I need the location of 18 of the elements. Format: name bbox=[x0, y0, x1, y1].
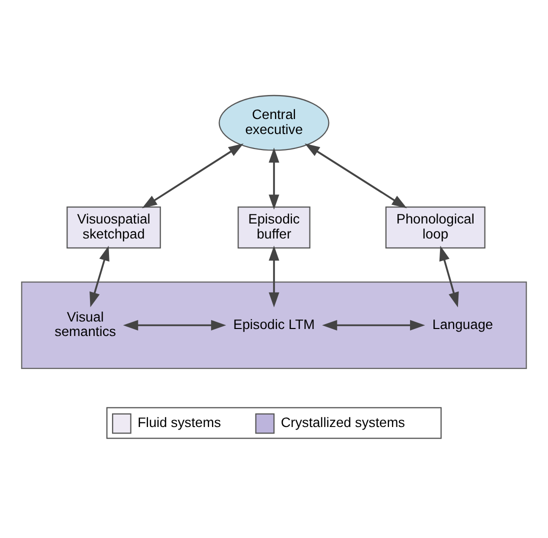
arrow bbox=[322, 319, 426, 330]
node-box: Phonological loop bbox=[385, 206, 486, 248]
arrow bbox=[142, 142, 244, 208]
arrow bbox=[268, 147, 280, 210]
legend-label: Crystallized systems bbox=[280, 414, 405, 430]
arrow bbox=[304, 143, 407, 208]
node-text: Visual semantics bbox=[54, 308, 116, 339]
node-text: Language bbox=[432, 316, 493, 332]
node-box: Visuospatial sketchpad bbox=[66, 206, 161, 248]
node-text: Episodic LTM bbox=[233, 316, 315, 332]
cluster bbox=[21, 280, 527, 368]
node-box: Episodic buffer bbox=[238, 206, 310, 248]
arrow bbox=[439, 245, 459, 307]
arrow bbox=[90, 245, 110, 307]
legend-label: Fluid systems bbox=[138, 414, 221, 430]
arrow bbox=[123, 319, 226, 330]
node-ellipse: Central executive bbox=[218, 94, 330, 150]
arrow bbox=[268, 245, 280, 307]
